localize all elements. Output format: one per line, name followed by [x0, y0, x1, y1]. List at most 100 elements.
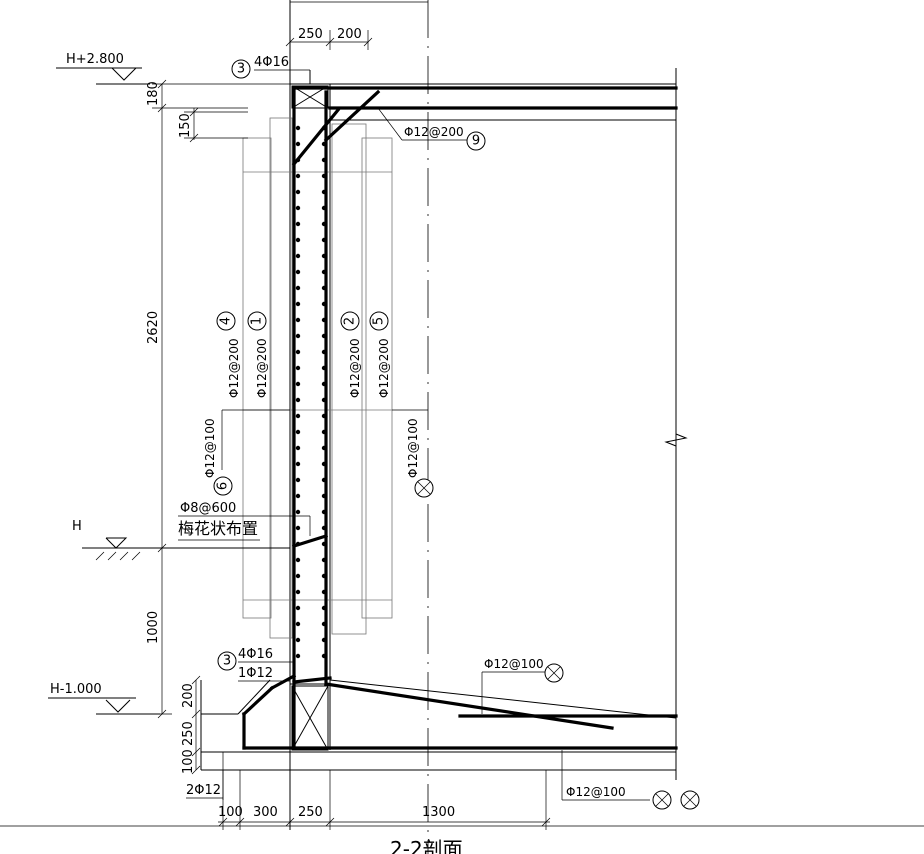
rebar-lines — [241, 86, 678, 750]
dim-top-250: 250 — [298, 27, 323, 42]
rebar-dot — [321, 285, 327, 291]
mark-5-label: 5 — [372, 317, 387, 325]
rebar-bottom-12: 1Φ12 — [238, 666, 273, 681]
level-bottom-label: H-1.000 — [50, 682, 102, 697]
rebar-left-100: Φ12@100 — [203, 418, 217, 478]
rebar-dot — [295, 317, 301, 323]
bottom-callouts: 3 4Φ16 1Φ12 2Φ12 — [186, 647, 294, 800]
dim-200: 200 — [181, 683, 196, 708]
rebar-dot — [295, 397, 301, 403]
rebar-dot — [295, 381, 301, 387]
rebar-dot — [295, 365, 301, 371]
rebar-dot — [321, 573, 327, 579]
rebar-dot — [321, 621, 327, 627]
rebar-dot — [321, 381, 327, 387]
dim-2620: 2620 — [146, 311, 161, 344]
tie-label: Φ8@600 — [180, 501, 236, 516]
mark-4-label: 4 — [219, 317, 234, 325]
mark-3-bottom — [217, 651, 237, 671]
rebar-dot — [321, 125, 327, 131]
rebar-dot — [295, 205, 301, 211]
mark-5 — [369, 311, 389, 331]
rebar-dot — [295, 253, 301, 259]
rebar-dot — [321, 525, 327, 531]
rebar-dot — [321, 141, 327, 147]
rebar-dot — [321, 605, 327, 611]
mark-6-label: 6 — [216, 482, 231, 490]
rebar-dot — [321, 333, 327, 339]
mark-2-label: 2 — [343, 317, 358, 325]
bottom-dimension: 100 300 250 1300 — [218, 770, 551, 830]
rebar-dot — [321, 429, 327, 435]
rebar-dot — [295, 269, 301, 275]
tie-note: 梅花状布置 — [178, 519, 258, 538]
dim-top-200: 200 — [337, 27, 362, 42]
dim-b-300: 300 — [253, 805, 278, 820]
rebar-dot — [295, 157, 301, 163]
dim-1000: 1000 — [146, 611, 161, 644]
mark-1 — [247, 311, 267, 331]
rebar-dot — [295, 285, 301, 291]
rebar-dot — [295, 525, 301, 531]
rebar-dot — [295, 141, 301, 147]
rebar-dot — [295, 349, 301, 355]
dim-b-250: 250 — [298, 805, 323, 820]
level-bottom: H-1.000 — [48, 682, 160, 715]
rebar-dot — [321, 221, 327, 227]
level-top-label: H+2.800 — [66, 52, 124, 67]
rebar-dot — [295, 637, 301, 643]
rebar-dot — [295, 621, 301, 627]
mark-9 — [466, 131, 486, 151]
dim-150: 150 — [178, 113, 193, 138]
rebar-dot — [321, 477, 327, 483]
rebar-footing: 2Φ12 — [186, 783, 221, 798]
rebar-right-inner: Φ12@200 — [348, 338, 362, 398]
rebar-dot — [295, 541, 301, 547]
floor-callouts: Φ12@100 Φ12@100 — [481, 657, 700, 810]
rebar-dot — [295, 573, 301, 579]
top-dimension: 250 200 — [285, 1, 428, 50]
rebar-dot — [321, 269, 327, 275]
rebar-dot — [295, 477, 301, 483]
left-dimensions: 180 150 2620 1000 200 250 100 — [146, 79, 290, 775]
rebar-dot — [321, 173, 327, 179]
rebar-dot — [321, 189, 327, 195]
rebar-dot — [295, 589, 301, 595]
rebar-dot — [321, 413, 327, 419]
rebar-dot — [295, 413, 301, 419]
rebar-dot — [321, 653, 327, 659]
section-title: 2-2剖面 — [390, 837, 463, 854]
rebar-dot — [295, 557, 301, 563]
rebar-callouts: 4 Φ12@200 1 Φ12@200 2 Φ12@200 5 Φ12@200 … — [178, 311, 434, 541]
rebar-right-outer: Φ12@200 — [377, 338, 391, 398]
rebar-dot — [321, 349, 327, 355]
rebar-dot — [321, 397, 327, 403]
mark-3-top-label: 3 — [237, 62, 245, 77]
rebar-dot — [321, 253, 327, 259]
rebar-left-outer: Φ12@200 — [227, 338, 241, 398]
rebar-dot — [321, 589, 327, 595]
dim-180: 180 — [146, 81, 161, 106]
dim-250: 250 — [181, 721, 196, 746]
rebar-dot — [321, 157, 327, 163]
level-top: H+2.800 — [56, 52, 150, 85]
rebar-dot — [321, 445, 327, 451]
rebar-right-100: Φ12@100 — [406, 418, 420, 478]
top-callouts: 3 4Φ16 Φ12@200 9 — [231, 55, 486, 151]
rebar-dot — [321, 509, 327, 515]
rebar-floor-bottom: Φ12@100 — [566, 785, 626, 799]
rebar-dot — [295, 189, 301, 195]
dim-b-100: 100 — [218, 805, 243, 820]
rebar-slab-top: Φ12@200 — [404, 125, 464, 139]
mark-3-top — [231, 59, 251, 79]
rebar-bottom-bars: 4Φ16 — [238, 647, 273, 662]
break-line — [664, 420, 688, 460]
rebar-dot — [295, 653, 301, 659]
rebar-dot — [295, 509, 301, 515]
rebar-dot — [295, 461, 301, 467]
rebar-top-bars: 4Φ16 — [254, 55, 289, 70]
rebar-dot — [295, 493, 301, 499]
rebar-dot — [295, 173, 301, 179]
rebar-dot — [321, 461, 327, 467]
